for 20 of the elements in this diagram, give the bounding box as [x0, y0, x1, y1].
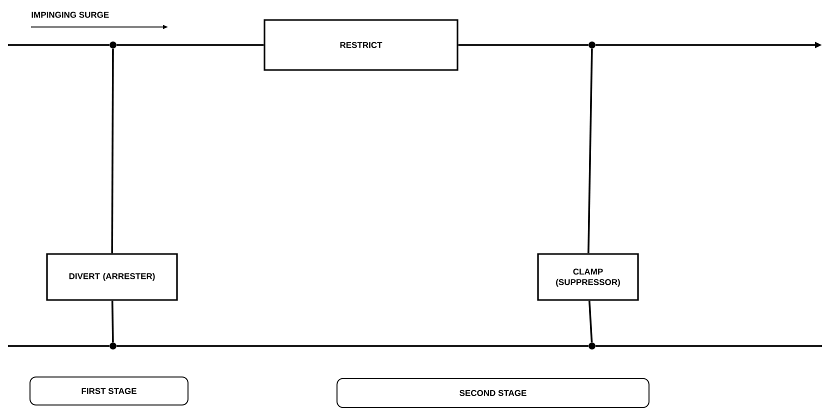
connector-line: [116, 44, 264, 46]
stage-label: SECOND STAGE: [336, 378, 650, 408]
connector-line: [588, 300, 593, 342]
junction-dot: [110, 342, 116, 350]
connector-line: [8, 44, 110, 46]
junction-dot: [588, 42, 596, 48]
process-box: DIVERT (ARRESTER): [46, 253, 178, 301]
process-box: CLAMP (SUPPRESSOR): [537, 253, 639, 301]
connector-line: [596, 345, 822, 347]
connector-line: [8, 345, 110, 347]
connector-line: [116, 345, 588, 347]
connector-line: [458, 44, 588, 46]
process-box: RESTRICT: [264, 19, 458, 71]
stage-label: FIRST STAGE: [30, 376, 188, 406]
connector-line: [588, 48, 593, 254]
connector-line: [111, 300, 114, 342]
connector-line: [111, 48, 114, 254]
flow-label: IMPINGING SURGE: [32, 12, 109, 18]
junction-dot: [588, 342, 596, 350]
junction-dot: [110, 42, 116, 48]
